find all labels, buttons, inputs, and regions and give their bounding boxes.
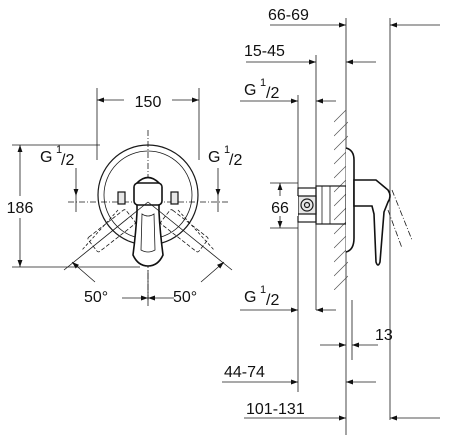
side-thread-bottom: G 1 /2 (240, 284, 336, 313)
width-label: 150 (135, 94, 162, 111)
svg-text:/2: /2 (61, 152, 74, 169)
dim-66-69-label: 66-69 (268, 7, 309, 24)
side-lever (353, 179, 413, 266)
dim-height: 186 (1, 144, 140, 268)
svg-text:1: 1 (56, 144, 62, 156)
front-view: 150 186 (1, 88, 242, 306)
dim-15-45: 15-45 (244, 43, 376, 65)
dim-101-131-label: 101-131 (246, 401, 305, 418)
svg-text:G: G (208, 149, 220, 166)
dim-66-label: 66 (271, 200, 289, 217)
svg-text:1: 1 (260, 284, 266, 296)
valve-body (297, 185, 347, 225)
svg-text:/2: /2 (229, 152, 242, 169)
wall-hatch (334, 110, 348, 290)
side-thread-top: G 1 /2 (240, 77, 336, 104)
dim-13: 13 (320, 327, 393, 348)
svg-text:1: 1 (260, 77, 266, 89)
dim-44-74: 44-74 (222, 364, 376, 385)
dim-13-label: 13 (375, 327, 393, 344)
dim-44-74-label: 44-74 (224, 364, 265, 381)
side-view: 66-69 15-45 G 1 /2 (222, 7, 440, 435)
lever-handle (132, 176, 164, 267)
svg-text:G: G (40, 149, 52, 166)
left-screw (117, 191, 126, 205)
angle-dims: 50° 50° (63, 201, 233, 306)
dim-66: 66 (262, 182, 298, 229)
side-rosette (345, 147, 355, 253)
svg-text:G: G (244, 289, 256, 306)
dim-66-69: 66-69 (268, 7, 440, 28)
dim-15-45-label: 15-45 (244, 43, 285, 60)
svg-text:/2: /2 (266, 292, 279, 309)
left-thread-label: G 1 /2 (40, 144, 79, 196)
svg-text:G: G (244, 82, 256, 99)
height-label: 186 (7, 200, 34, 217)
svg-text:/2: /2 (266, 85, 279, 102)
left-angle-label: 50° (84, 289, 108, 306)
right-thread-label: G 1 /2 (208, 144, 242, 196)
right-screw (170, 191, 179, 205)
dim-width: 150 (96, 88, 200, 160)
svg-text:1: 1 (224, 144, 230, 156)
right-angle-label: 50° (173, 289, 197, 306)
dim-101-131: 101-131 (244, 401, 440, 421)
